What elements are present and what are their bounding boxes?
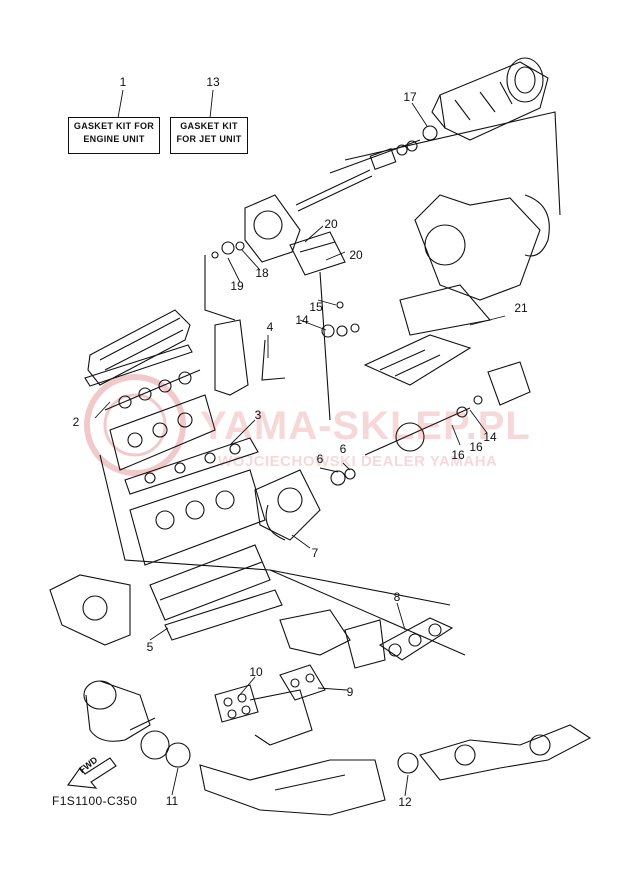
crankcase [149,544,271,621]
leader-lines [94,89,506,797]
diagram-code: F1S1100-C350 [52,794,138,808]
callout-19: 19 [230,279,244,293]
intake-duct-21 [363,334,472,386]
engine-kit-line-2: ENGINE UNIT [83,134,145,144]
jet-kit-line-1: GASKET KIT [180,121,238,131]
fwd-arrow [67,757,117,789]
magneto-cover-gasket-7 [254,469,321,541]
gasket-10 [214,684,313,746]
timing-chain [214,319,286,396]
o-ring-17 [422,125,438,141]
intermediate-housing [211,194,301,263]
exhaust-gasket-8 [378,617,454,661]
callout-12: 12 [398,795,412,809]
jet-bracket-line [204,111,561,421]
callout-16-left: 16 [451,448,465,462]
jet-pump-housing [431,57,549,141]
callout-4: 4 [266,320,274,334]
watermark-main-text: YAMA-SKLEP.PL [200,404,531,448]
drive-shaft-bearings [295,139,421,212]
callout-2: 2 [72,415,80,429]
callout-10: 10 [249,665,263,679]
engine-gasket-kit-box: GASKET KIT FOR ENGINE UNIT [68,117,160,154]
callout-11: 11 [165,794,179,808]
gasket-9 [279,664,326,701]
exhaust-hose [419,724,592,781]
camshaft [104,369,201,411]
gasket-20 [289,231,346,276]
callout-20-top: 20 [324,217,338,231]
callout-9: 9 [346,685,354,699]
callout-14-left: 14 [295,313,309,327]
callout-15: 15 [309,300,323,314]
callout-16-right: 16 [469,440,483,454]
valve-cover [84,309,193,387]
callout-5: 5 [146,640,154,654]
callout-18: 18 [255,266,269,280]
cylinder-block [129,469,266,566]
callout-7: 7 [311,546,319,560]
engine-kit-line-1: GASKET KIT FOR [73,121,155,131]
side-cover [49,574,131,646]
jet-kit-line-2: FOR JET UNIT [176,134,242,144]
crankcase-gasket-5 [164,589,283,641]
callout-1: 1 [119,75,127,89]
callout-14-right: 14 [483,430,497,444]
engine-bracket-line [99,454,466,656]
callout-17: 17 [403,90,417,104]
callout-3: 3 [254,408,262,422]
muffler [83,680,156,742]
exhaust-manifold [279,609,386,669]
seal-14-left [321,301,360,338]
callout-6-left: 6 [316,452,324,466]
callout-6-right: 6 [339,442,347,456]
gasket-12 [397,752,419,774]
jet-gasket-kit-box: GASKET KIT FOR JET UNIT [170,117,248,154]
o-ring-muffler [140,730,170,760]
callout-13: 13 [206,75,220,89]
callout-8: 8 [393,590,401,604]
exhaust-pipe [199,759,386,816]
callout-20-bottom: 20 [349,248,363,262]
gasket-11 [165,742,191,768]
watermark-sub-text: WOJCIECHOWSKI DEALER YAMAHA [218,453,498,470]
coupler-shaft [330,361,531,486]
callout-21: 21 [514,301,528,315]
head-gasket-3 [124,437,259,495]
cylinder-head [109,394,216,471]
